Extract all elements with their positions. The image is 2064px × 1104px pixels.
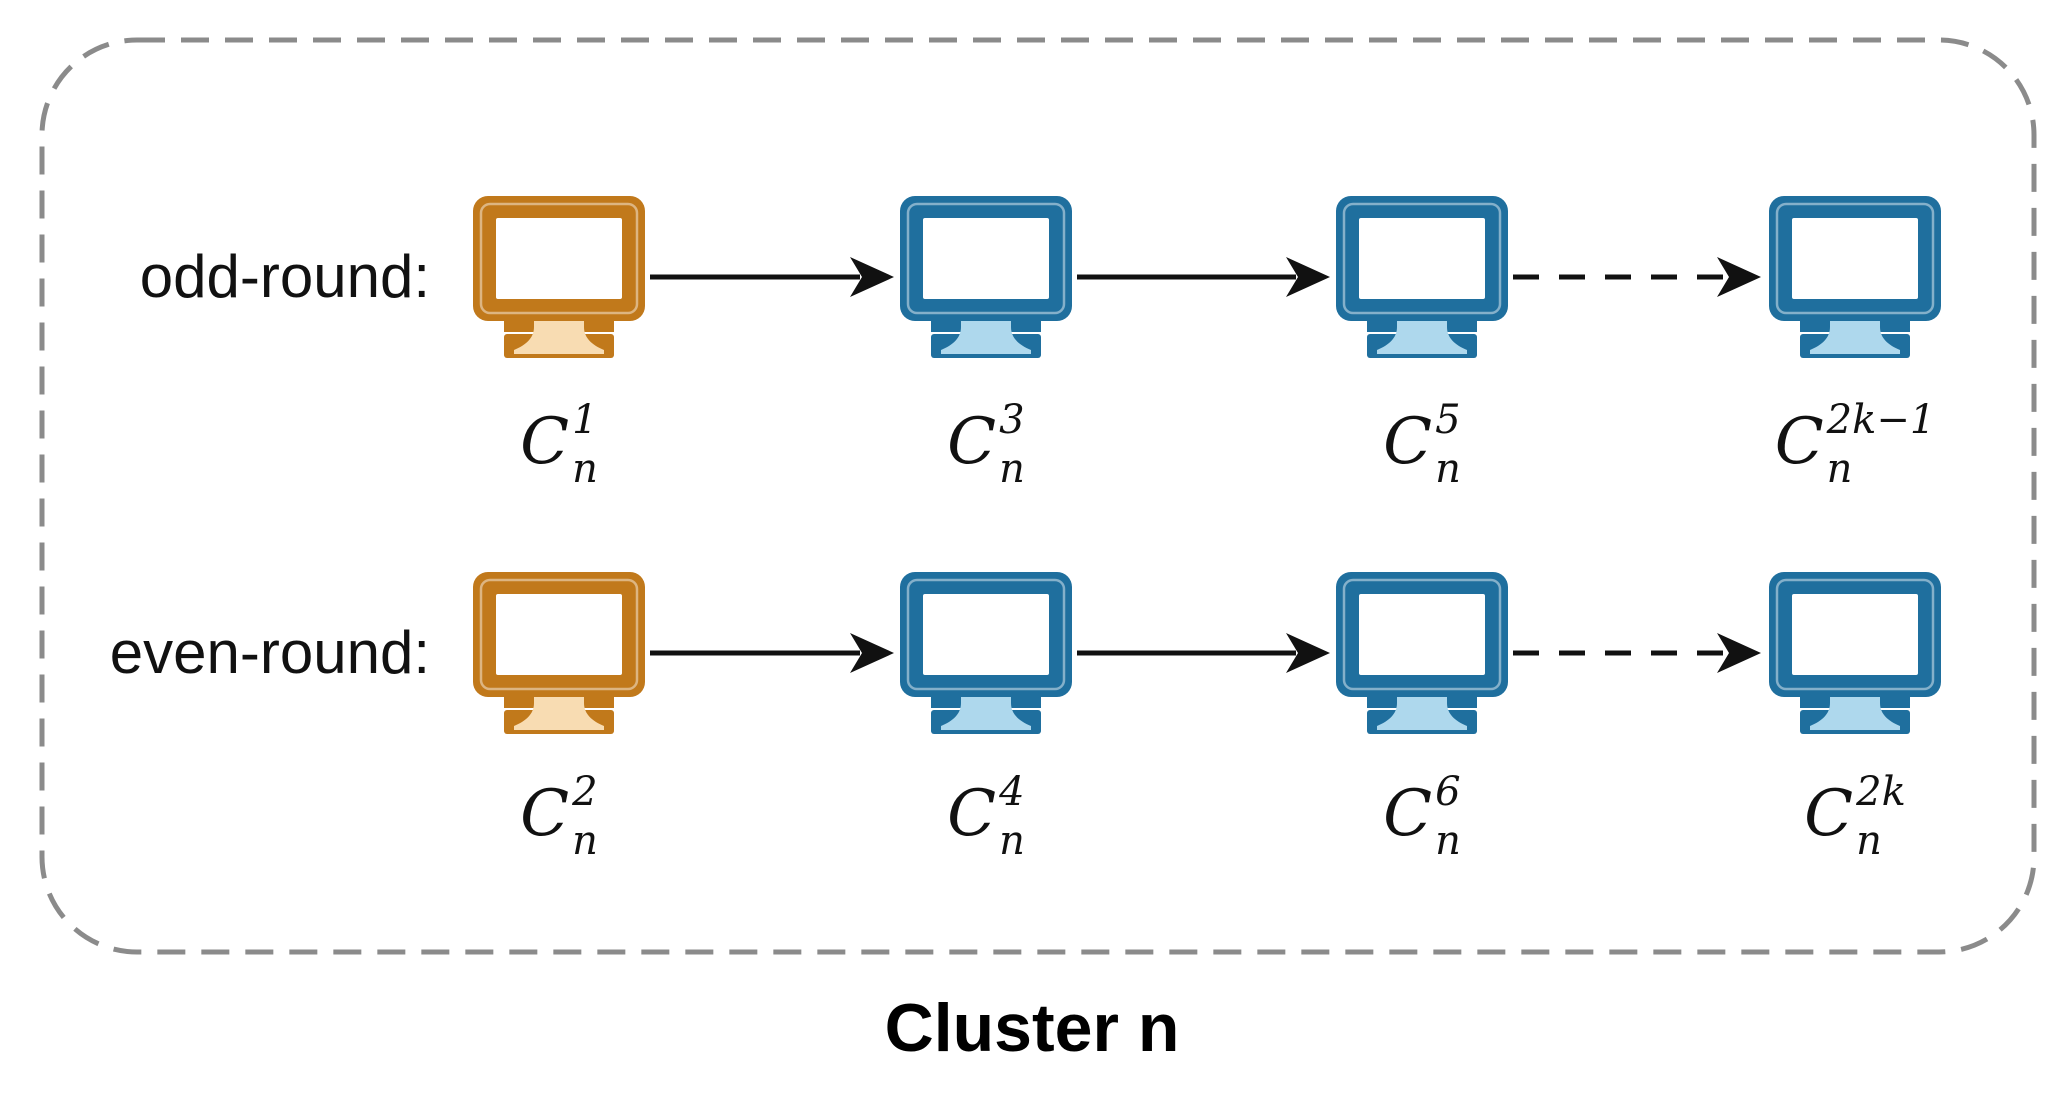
monitor-icon-odd-1 [471,196,647,358]
math-sub: n [572,446,598,492]
monitor-icon-even-1 [471,572,647,734]
math-sup: 2k [1856,769,1906,815]
math-sub: n [572,818,598,864]
math-sub: n [1856,818,1882,864]
math-sub: n [999,446,1025,492]
monitor-icon-odd-4 [1767,196,1943,358]
math-base: C [1383,777,1433,851]
math-base: C [1774,405,1824,479]
math-sup: 2k−1 [1826,397,1936,443]
odd-round-label: odd-round: [139,243,430,310]
even-round-label: even-round: [109,619,430,686]
arrowhead-odd-3-4 [1717,257,1761,297]
math-sup: 3 [999,397,1025,443]
math-sup: 2 [572,769,598,815]
monitor-icon-even-4 [1767,572,1943,734]
monitor-icon-even-2 [898,572,1074,734]
figure-caption: Cluster n [884,990,1180,1066]
math-sup: 5 [1435,397,1461,443]
cluster-boundary [39,37,2037,955]
arrowhead-odd-2-3 [1286,257,1330,297]
monitor-icon-odd-2 [898,196,1074,358]
arrowhead-even-3-4 [1717,633,1761,673]
math-base: C [520,405,570,479]
math-sup: 6 [1435,769,1461,815]
math-sup: 1 [572,397,598,443]
math-base: C [947,405,997,479]
math-base: C [520,777,570,851]
math-base: C [1383,405,1433,479]
math-sup: 4 [999,769,1025,815]
arrowhead-odd-1-2 [850,257,894,297]
arrowhead-even-1-2 [850,633,894,673]
math-sub: n [999,818,1025,864]
monitor-icon-odd-3 [1334,196,1510,358]
math-base: C [947,777,997,851]
math-sub: n [1435,818,1461,864]
math-sub: n [1435,446,1461,492]
math-sub: n [1826,446,1853,492]
monitor-icon-even-3 [1334,572,1510,734]
math-base: C [1804,777,1854,851]
arrowhead-even-2-3 [1286,633,1330,673]
